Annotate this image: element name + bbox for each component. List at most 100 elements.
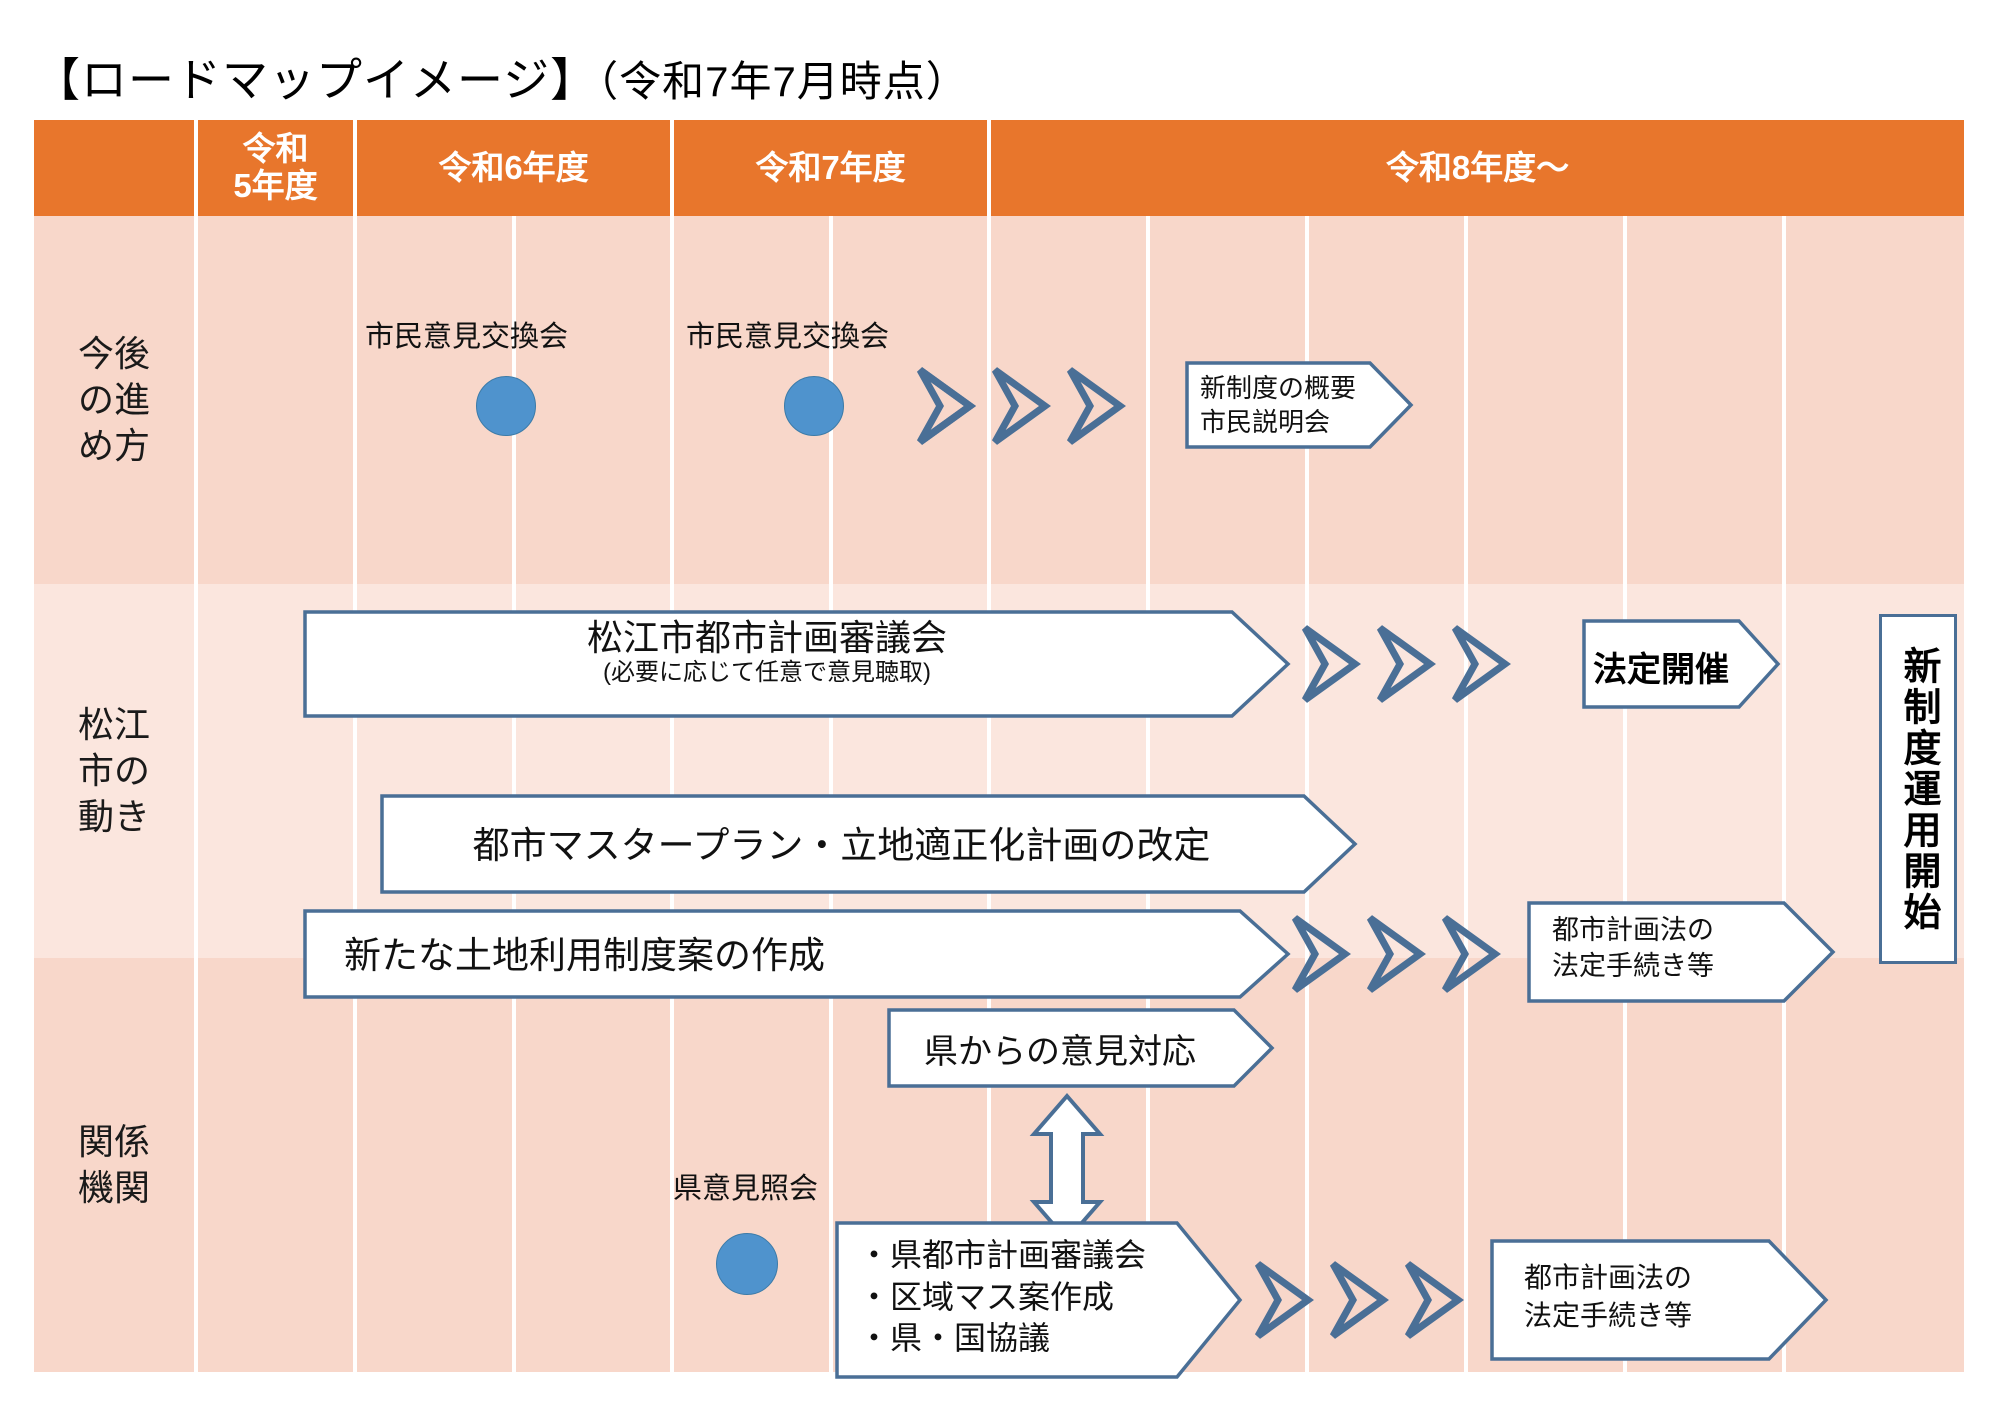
vgrid (353, 958, 357, 1372)
vgrid (1146, 584, 1150, 958)
row-label-line: め方 (77, 425, 150, 467)
legal-procedure-text-row3: 都市計画法の 法定手続き等 (1524, 1259, 1774, 1334)
vgrid (1623, 216, 1627, 584)
row-label-line: 今後 (77, 332, 150, 374)
city-council-line1: 松江市都市計画審議会 (586, 617, 947, 658)
city-council-line2: (必要に応じて任意で意見聴取) (603, 659, 931, 687)
chevron-arrow-row2-b (1366, 915, 1426, 993)
legal-procedure-row2-line1: 都市計画法の (1552, 915, 1714, 945)
header-sep-2 (353, 120, 357, 216)
legal-procedure-row2-line2: 法定手続き等 (1552, 950, 1714, 981)
prefecture-response-text: 県からの意見対応 (924, 1033, 1196, 1071)
header-col-r6: 令和6年度 (357, 120, 670, 216)
legal-procedure-row3-line1: 都市計画法の (1524, 1262, 1693, 1293)
related-org-item-1: ・県都市計画審議会 (858, 1237, 1147, 1273)
page-title-main: 【ロードマップイメージ】 (34, 54, 598, 106)
chevron-arrow-row1-c (1066, 367, 1126, 445)
new-system-briefing-line1: 新制度の概要 (1200, 373, 1357, 403)
vgrid (353, 584, 357, 958)
vgrid (1464, 584, 1468, 958)
vgrid (194, 958, 198, 1372)
header-sep-1 (194, 120, 198, 216)
header-col-r7: 令和7年度 (674, 120, 987, 216)
header-r5-line1: 令和 (242, 130, 309, 168)
prefecture-inquiry-marker (716, 1233, 778, 1295)
row-label-future-approach: 今後 の進 め方 (34, 216, 194, 584)
citizen-meeting-label-2: 市民意見交換会 (686, 321, 890, 353)
vgrid (1464, 958, 1468, 1372)
legal-procedure-text-row2: 都市計画法の 法定手続き等 (1552, 913, 1782, 984)
row-label-line: 機関 (77, 1167, 150, 1208)
city-council-text: 松江市都市計画審議会 (必要に応じて任意で意見聴取) (302, 617, 1232, 688)
row-label-matsue-city: 松江 市の 動き (34, 584, 194, 958)
vgrid (1305, 584, 1309, 958)
vgrid (1782, 216, 1786, 584)
page-title-sub: （令和7年7月時点） (597, 58, 969, 105)
vgrid (670, 216, 674, 584)
vgrid (829, 584, 833, 958)
legal-procedure-box-row2 (1527, 901, 1836, 1003)
related-org-items-text: ・県都市計画審議会 ・区域マス案作成 ・県・国協議 (858, 1235, 1188, 1360)
vgrid (670, 584, 674, 958)
new-system-briefing-line2: 市民説明会 (1200, 406, 1331, 437)
header-r5-line2: 5年度 (233, 167, 318, 204)
roadmap-grid: 令和 5年度 令和6年度 令和7年度 令和8年度〜 (34, 120, 1964, 1379)
related-org-item-2: ・区域マス案作成 (858, 1278, 1115, 1315)
vgrid (987, 216, 991, 584)
legal-procedure-row3-line2: 法定手続き等 (1524, 1299, 1693, 1331)
vgrid (987, 584, 991, 958)
header-col-rowlabel (34, 120, 194, 216)
chevron-arrow-row1-e (1376, 625, 1436, 703)
land-use-draft-text: 新たな土地利用制度案の作成 (344, 935, 825, 976)
header-r8-label: 令和8年度〜 (1385, 148, 1570, 186)
legal-procedure-box-row3 (1490, 1239, 1829, 1361)
chevron-arrow-row3-c (1404, 1261, 1464, 1339)
vgrid (1464, 216, 1468, 584)
chevron-arrow-row1-a (916, 367, 976, 445)
vgrid (829, 958, 833, 1372)
row-label-line: 松江 (77, 703, 150, 745)
chevron-arrow-row3-a (1254, 1261, 1314, 1339)
citizen-meeting-label-1: 市民意見交換会 (365, 321, 569, 353)
vgrid (1782, 584, 1786, 958)
new-system-briefing-box (1185, 361, 1414, 449)
header-r6-label: 令和6年度 (438, 148, 589, 186)
master-plan-text: 都市マスタープラン・立地適正化計画の改定 (472, 825, 1211, 866)
header-sep-3 (670, 120, 674, 216)
vgrid (1305, 958, 1309, 1372)
vgrid (353, 216, 357, 584)
vgrid (194, 216, 198, 584)
new-system-start-marker: 新制度運用開始 (1879, 614, 1957, 964)
citizen-meeting-marker-2 (784, 376, 844, 436)
land-use-draft-arrow (303, 909, 1291, 999)
timeline-header: 令和 5年度 令和6年度 令和7年度 令和8年度〜 (34, 120, 1964, 216)
vgrid (1782, 958, 1786, 1372)
header-col-r8: 令和8年度〜 (991, 120, 1964, 216)
related-org-item-3: ・県・国協議 (858, 1320, 1051, 1357)
vgrid (670, 958, 674, 1372)
vgrid (1146, 958, 1150, 1372)
row-label-line: 市の (77, 749, 150, 791)
row-label-line: の進 (77, 378, 150, 420)
new-system-briefing-text: 新制度の概要 市民説明会 (1200, 372, 1370, 440)
related-org-items-box (835, 1221, 1243, 1379)
vgrid (1146, 216, 1150, 584)
vgrid (1623, 584, 1627, 958)
row-label-line: 関係 (77, 1120, 150, 1162)
chevron-arrow-row2-c (1441, 915, 1501, 993)
chevron-arrow-row2-a (1291, 915, 1351, 993)
vgrid (194, 584, 198, 958)
chevron-arrow-row1-b (991, 367, 1051, 445)
header-sep-4 (987, 120, 991, 216)
header-r7-label: 令和7年度 (755, 148, 906, 186)
vgrid (987, 958, 991, 1372)
statutory-session-text: 法定開催 (1593, 651, 1729, 689)
prefecture-response-arrow (887, 1008, 1275, 1088)
vgrid (1623, 958, 1627, 1372)
master-plan-arrow (380, 794, 1358, 894)
vgrid (512, 958, 516, 1372)
row-label-line: 動き (77, 796, 150, 838)
row-label-related-orgs: 関係 機関 (34, 958, 194, 1372)
chevron-arrow-row3-b (1329, 1261, 1389, 1339)
